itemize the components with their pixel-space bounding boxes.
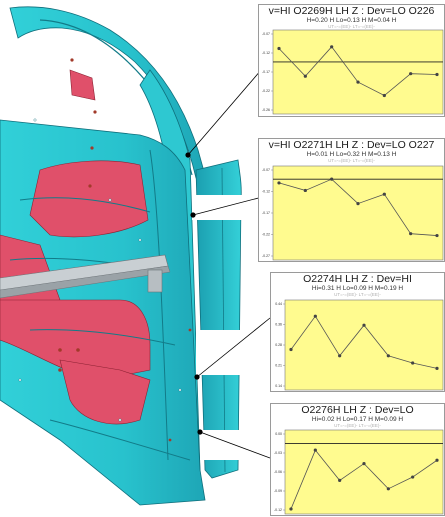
chart-stats: H=0.20 H Lo=0.13 H M=0.04 H	[306, 17, 397, 24]
data-point	[386, 354, 390, 358]
data-point	[411, 361, 415, 365]
data-point	[277, 181, 281, 185]
data-point	[303, 74, 307, 78]
right-flange	[195, 159, 242, 479]
leader-lines	[187, 61, 271, 459]
measure-points	[185, 152, 203, 435]
y-tick-label: -0.12	[262, 51, 270, 55]
y-tick-label: -0.27	[262, 254, 270, 258]
y-tick-label: -0.12	[262, 190, 270, 194]
y-tick-label: -0.17	[262, 70, 270, 74]
chart-title: O2276H LH Z : Dev=LO	[301, 404, 414, 416]
data-point	[303, 188, 307, 193]
y-tick-label: -0.03	[274, 451, 282, 455]
data-point	[313, 314, 317, 318]
data-point	[362, 323, 366, 327]
data-point	[435, 366, 439, 370]
data-point	[356, 202, 360, 206]
chart-plot: -0.07 -0.12 -0.17 -0.22 -0.27	[262, 165, 444, 261]
data-point	[277, 46, 281, 51]
chart-plot: 0.00 -0.03 -0.06 -0.09 -0.12	[274, 429, 444, 515]
y-tick-label: 0.14	[275, 384, 282, 388]
chart-stats: Hi=0.02 H Lo=0.17 H M=0.09 H	[311, 416, 404, 423]
data-point	[289, 507, 293, 511]
data-point	[338, 478, 342, 482]
data-point	[356, 80, 360, 84]
y-tick-label: -0.09	[274, 489, 282, 493]
locator-pins	[58, 58, 192, 442]
plot-area	[284, 429, 444, 515]
data-point	[409, 72, 413, 76]
control-chart-panel-1[interactable]: v=HI O2269H LH Z : Dev=LO O226 H=0.20 H …	[258, 4, 445, 117]
data-point	[435, 233, 439, 238]
measure-point-3[interactable]	[194, 374, 200, 380]
data-point	[362, 462, 366, 466]
data-point	[382, 93, 386, 98]
measure-point-4[interactable]	[197, 429, 203, 435]
data-point	[409, 232, 413, 236]
data-point	[435, 72, 439, 77]
data-point	[382, 192, 386, 196]
leader-line-1	[187, 61, 269, 156]
window-frame-arch	[9, 6, 206, 179]
y-tick-label: 0.36	[275, 323, 282, 327]
chart-plot: 0.44 0.36 0.28 0.21 0.14	[275, 299, 444, 391]
data-point	[330, 45, 334, 49]
plot-area	[284, 299, 444, 391]
y-tick-label: -0.22	[262, 89, 270, 93]
y-tick-label: 0.00	[275, 432, 282, 436]
chart-title: v=HI O2271H LH Z : Dev=LO O227	[268, 139, 435, 151]
leader-line-4	[199, 431, 271, 459]
y-tick-label: -0.22	[262, 233, 270, 237]
y-tick-label: 0.21	[275, 364, 282, 368]
y-tick-label: 0.28	[275, 343, 282, 347]
notch-3	[196, 330, 244, 375]
y-tick-label: -0.17	[262, 211, 270, 215]
data-point	[411, 475, 415, 479]
bottom-cutout	[59, 359, 151, 425]
door-panel	[0, 6, 242, 506]
control-chart-panel-3[interactable]: O2274H LH Z : Dev=HI Hi=0.31 H Lo=0.09 H…	[270, 272, 445, 392]
y-tick-label: -0.06	[274, 470, 282, 474]
chart-limits: UT=-=(EE)- LT=-=(EE)-	[328, 158, 375, 163]
data-point	[330, 177, 334, 181]
data-point	[313, 448, 317, 452]
y-tick-label: -0.26	[262, 108, 270, 112]
leader-line-3	[196, 317, 271, 378]
beam-bracket	[147, 269, 163, 293]
data-point	[386, 487, 390, 491]
chart-title: O2274H LH Z : Dev=HI	[303, 273, 412, 285]
chart-limits: UT=-=(EE)- LT=-=(EE)-	[334, 423, 381, 428]
data-point	[289, 347, 293, 352]
chart-stats: Hi=0.31 H Lo=0.09 H M=0.19 H	[311, 285, 404, 292]
chart-limits: UT=-=(EE)- LT=-=(EE)-	[328, 24, 375, 29]
plot-area	[272, 165, 444, 261]
chart-stats: H=0.01 H Lo=0.32 H M=0.13 H	[306, 151, 397, 158]
measure-point-2[interactable]	[190, 212, 196, 218]
data-point	[338, 354, 342, 358]
plot-area	[272, 29, 444, 115]
chart-limits: UT=-=(EE)- LT=-=(EE)-	[334, 292, 381, 297]
y-tick-label: -0.12	[274, 508, 282, 512]
chart-title: v=HI O2269H LH Z : Dev=LO O226	[268, 5, 435, 17]
top-cutout	[69, 69, 96, 101]
control-chart-panel-4[interactable]: O2276H LH Z : Dev=LO Hi=0.02 H Lo=0.17 H…	[270, 403, 445, 516]
data-point	[435, 458, 439, 462]
control-chart-panel-2[interactable]: v=HI O2271H LH Z : Dev=LO O227 H=0.01 H …	[258, 138, 445, 262]
y-tick-label: -0.07	[262, 168, 270, 172]
y-tick-label: 0.44	[275, 302, 282, 306]
measure-point-1[interactable]	[185, 152, 191, 158]
y-tick-label: -0.07	[262, 32, 270, 36]
leader-line-2	[192, 194, 271, 216]
chart-plot: -0.07 -0.12 -0.17 -0.22 -0.26	[262, 29, 444, 115]
notch-2	[192, 195, 242, 220]
upper-cutout	[29, 160, 149, 238]
